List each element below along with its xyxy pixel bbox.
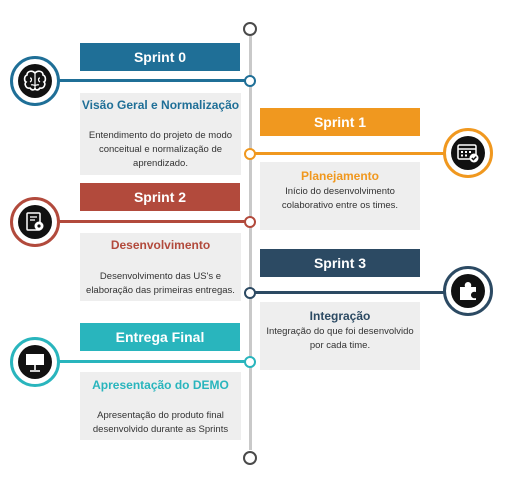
sprint-3-node <box>244 287 256 299</box>
sprint-1-icon-badge <box>443 128 493 178</box>
final-node <box>244 356 256 368</box>
sprint-0-card: Visão Geral e Normalização Entendimento … <box>80 93 241 175</box>
presentation-board-icon <box>18 345 52 379</box>
document-gear-icon <box>18 205 52 239</box>
sprint-3-icon-badge <box>443 266 493 316</box>
timeline-start-marker <box>243 22 257 36</box>
timeline-spine <box>249 36 252 450</box>
sprint-1-banner: Sprint 1 <box>260 108 420 136</box>
sprint-0-node <box>244 75 256 87</box>
sprint-2-description: Desenvolvimento das US's e elaboração da… <box>86 271 235 296</box>
final-title: Apresentação do DEMO <box>92 378 229 392</box>
sprint-2-title: Desenvolvimento <box>110 238 211 252</box>
sprint-0-banner: Sprint 0 <box>80 43 240 71</box>
calendar-check-icon <box>451 136 485 170</box>
sprint-1-title: Planejamento <box>300 169 380 183</box>
sprint-1-node <box>244 148 256 160</box>
sprint-1-card: Planejamento Início do desenvolvimento c… <box>260 162 420 230</box>
final-card: Apresentação do DEMO Apresentação do pro… <box>80 372 241 440</box>
sprint-3-card: Integração Integração do que foi desenvo… <box>260 302 420 370</box>
sprint-2-label: Sprint 2 <box>133 189 187 205</box>
sprint-1-label: Sprint 1 <box>313 114 367 130</box>
sprint-3-banner: Sprint 3 <box>260 249 420 277</box>
final-label: Entrega Final <box>115 329 205 345</box>
sprint-0-title: Visão Geral e Normalização <box>81 98 240 112</box>
sprint-0-description: Entendimento do projeto de modo conceitu… <box>88 130 233 169</box>
timeline-end-marker <box>243 451 257 465</box>
sprint-3-description: Integração do que foi desenvolvido por c… <box>266 326 414 351</box>
final-banner: Entrega Final <box>80 323 240 351</box>
sprint-3-label: Sprint 3 <box>313 255 367 271</box>
sprint-2-icon-badge <box>10 197 60 247</box>
sprint-2-card: Desenvolvimento Desenvolvimento das US's… <box>80 233 241 301</box>
puzzle-icon <box>451 274 485 308</box>
final-icon-badge <box>10 337 60 387</box>
sprint-2-connector <box>55 220 247 223</box>
final-connector <box>55 360 247 363</box>
sprint-2-banner: Sprint 2 <box>80 183 240 211</box>
sprint-0-connector <box>55 79 247 82</box>
final-description: Apresentação do produto final desenvolvi… <box>92 410 229 435</box>
sprint-0-label: Sprint 0 <box>133 49 187 65</box>
sprint-1-description: Início do desenvolvimento colaborativo e… <box>281 186 399 211</box>
brain-icon <box>18 64 52 98</box>
sprint-3-connector <box>253 291 453 294</box>
sprint-0-icon-badge <box>10 56 60 106</box>
sprint-2-node <box>244 216 256 228</box>
sprint-1-connector <box>253 152 453 155</box>
sprint-3-title: Integração <box>309 309 371 323</box>
